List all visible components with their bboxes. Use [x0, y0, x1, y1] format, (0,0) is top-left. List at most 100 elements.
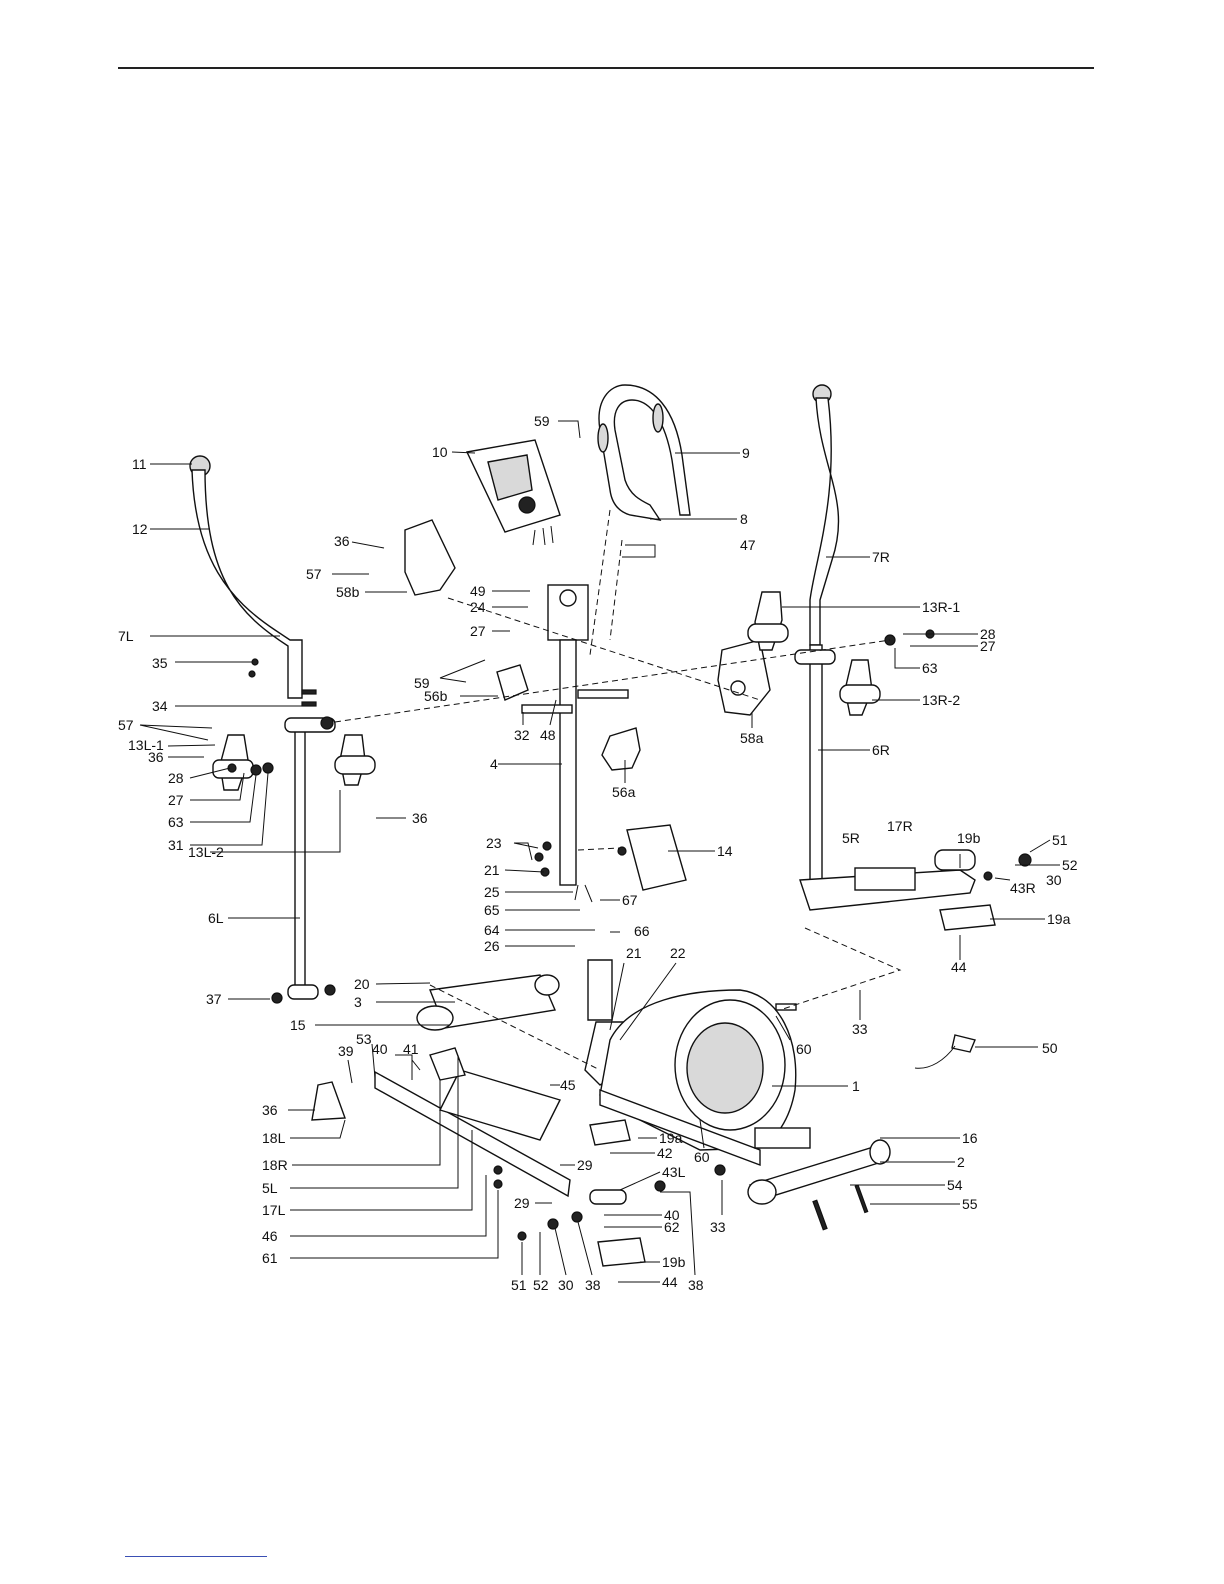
part-label: 51 [511, 1277, 527, 1293]
part-label: 21 [484, 862, 500, 878]
washer-part [571, 1211, 583, 1223]
part-label: 33 [710, 1219, 726, 1235]
adapter-part [951, 1034, 976, 1053]
part-label: 63 [922, 660, 938, 676]
part-label: 23 [486, 835, 502, 851]
bolt-part [301, 689, 317, 695]
part-label: 64 [484, 922, 500, 938]
part-label: 30 [1046, 872, 1062, 888]
part-label: 52 [533, 1277, 549, 1293]
part-label: 51 [1052, 832, 1068, 848]
right-lower-cover-part [839, 684, 881, 704]
part-label: 18R [262, 1157, 288, 1173]
part-label: 7R [872, 549, 890, 565]
washer-part [250, 764, 262, 776]
part-label: 43R [1010, 880, 1036, 896]
left-pedal-end-part [429, 1047, 466, 1081]
frame-post-part [587, 959, 613, 1021]
part-label: 32 [514, 727, 530, 743]
grip-sensor-part [652, 403, 664, 433]
part-label: 45 [560, 1077, 576, 1093]
part-label: 42 [657, 1145, 673, 1161]
nut-part [493, 1179, 503, 1189]
part-label: 36 [334, 533, 350, 549]
part-label: 5L [262, 1180, 278, 1196]
part-label: 36 [412, 810, 428, 826]
axle-part [775, 1003, 797, 1011]
mast-cover-part [626, 824, 687, 891]
part-label: 1 [852, 1078, 860, 1094]
part-label: 67 [622, 892, 638, 908]
part-label: 7L [118, 628, 134, 644]
part-label: 12 [132, 521, 148, 537]
part-label: 13L-2 [188, 844, 224, 860]
part-label: 3 [354, 994, 362, 1010]
part-label: 65 [484, 902, 500, 918]
lower-left-arm-part [294, 721, 306, 993]
mast-hole [559, 589, 577, 607]
part-label: 54 [947, 1177, 963, 1193]
nut-part [271, 992, 283, 1004]
part-label: 10 [432, 444, 448, 460]
part-label: 31 [168, 837, 184, 853]
main-mast-part [559, 639, 577, 886]
part-label: 19a [1047, 911, 1071, 927]
washer-part [983, 871, 993, 881]
part-label: 25 [484, 884, 500, 900]
bolt-part [812, 1199, 828, 1231]
right-arm-cover-part [747, 623, 789, 643]
left-roller-cover-part [597, 1237, 646, 1267]
lower-right-arm-part [809, 644, 823, 886]
dashed-guide [589, 509, 611, 656]
part-label: 58b [336, 584, 360, 600]
part-label: 48 [540, 727, 556, 743]
part-label: 18L [262, 1130, 286, 1146]
part-label: 43L [662, 1164, 686, 1180]
part-label: 30 [558, 1277, 574, 1293]
part-label: 19a [659, 1130, 683, 1146]
right-arm-tube-part [794, 649, 836, 665]
part-label: 6L [208, 910, 224, 926]
part-label: 28 [168, 770, 184, 786]
part-label: 44 [951, 959, 967, 975]
dashed-guide [779, 927, 902, 1011]
part-label: 8 [740, 511, 748, 527]
part-label: 49 [470, 583, 486, 599]
console-button-part [518, 496, 536, 514]
pivot-part [287, 984, 319, 1000]
part-label: 27 [980, 638, 996, 654]
flywheel-inner-part [686, 1022, 764, 1114]
part-label: 38 [688, 1277, 704, 1293]
bolt-part [248, 670, 256, 678]
part-label: 55 [962, 1196, 978, 1212]
part-label: 59 [414, 675, 430, 691]
dashed-guide [577, 847, 621, 851]
part-label: 24 [470, 599, 486, 615]
part-label: 13R-2 [922, 692, 960, 708]
part-label: 40 [372, 1041, 388, 1057]
part-label: 19b [957, 830, 981, 846]
part-label: 29 [514, 1195, 530, 1211]
part-label: 27 [470, 623, 486, 639]
washer-part [547, 1218, 559, 1230]
bushing-part [320, 716, 334, 730]
part-label: 46 [262, 1228, 278, 1244]
part-label: 20 [354, 976, 370, 992]
axle-part [577, 689, 629, 699]
washer-part [262, 762, 274, 774]
part-labels: 11 12 7L 35 34 57 13L-1 36 28 27 63 31 1… [118, 413, 1078, 1293]
part-label: 52 [1062, 857, 1078, 873]
washer-part [714, 1164, 726, 1176]
right-roller-part [934, 849, 976, 871]
part-label: 60 [694, 1149, 710, 1165]
frame-assembly [416, 959, 976, 1231]
part-label: 4 [490, 756, 498, 772]
center-cover-part [496, 664, 529, 701]
dashed-guide [334, 639, 891, 723]
center-cover-part [601, 727, 641, 771]
left-pedal-part [439, 1069, 561, 1141]
adapter-cord [914, 1045, 956, 1069]
part-label: 58a [740, 730, 764, 746]
upper-left-arm-part [191, 469, 303, 699]
